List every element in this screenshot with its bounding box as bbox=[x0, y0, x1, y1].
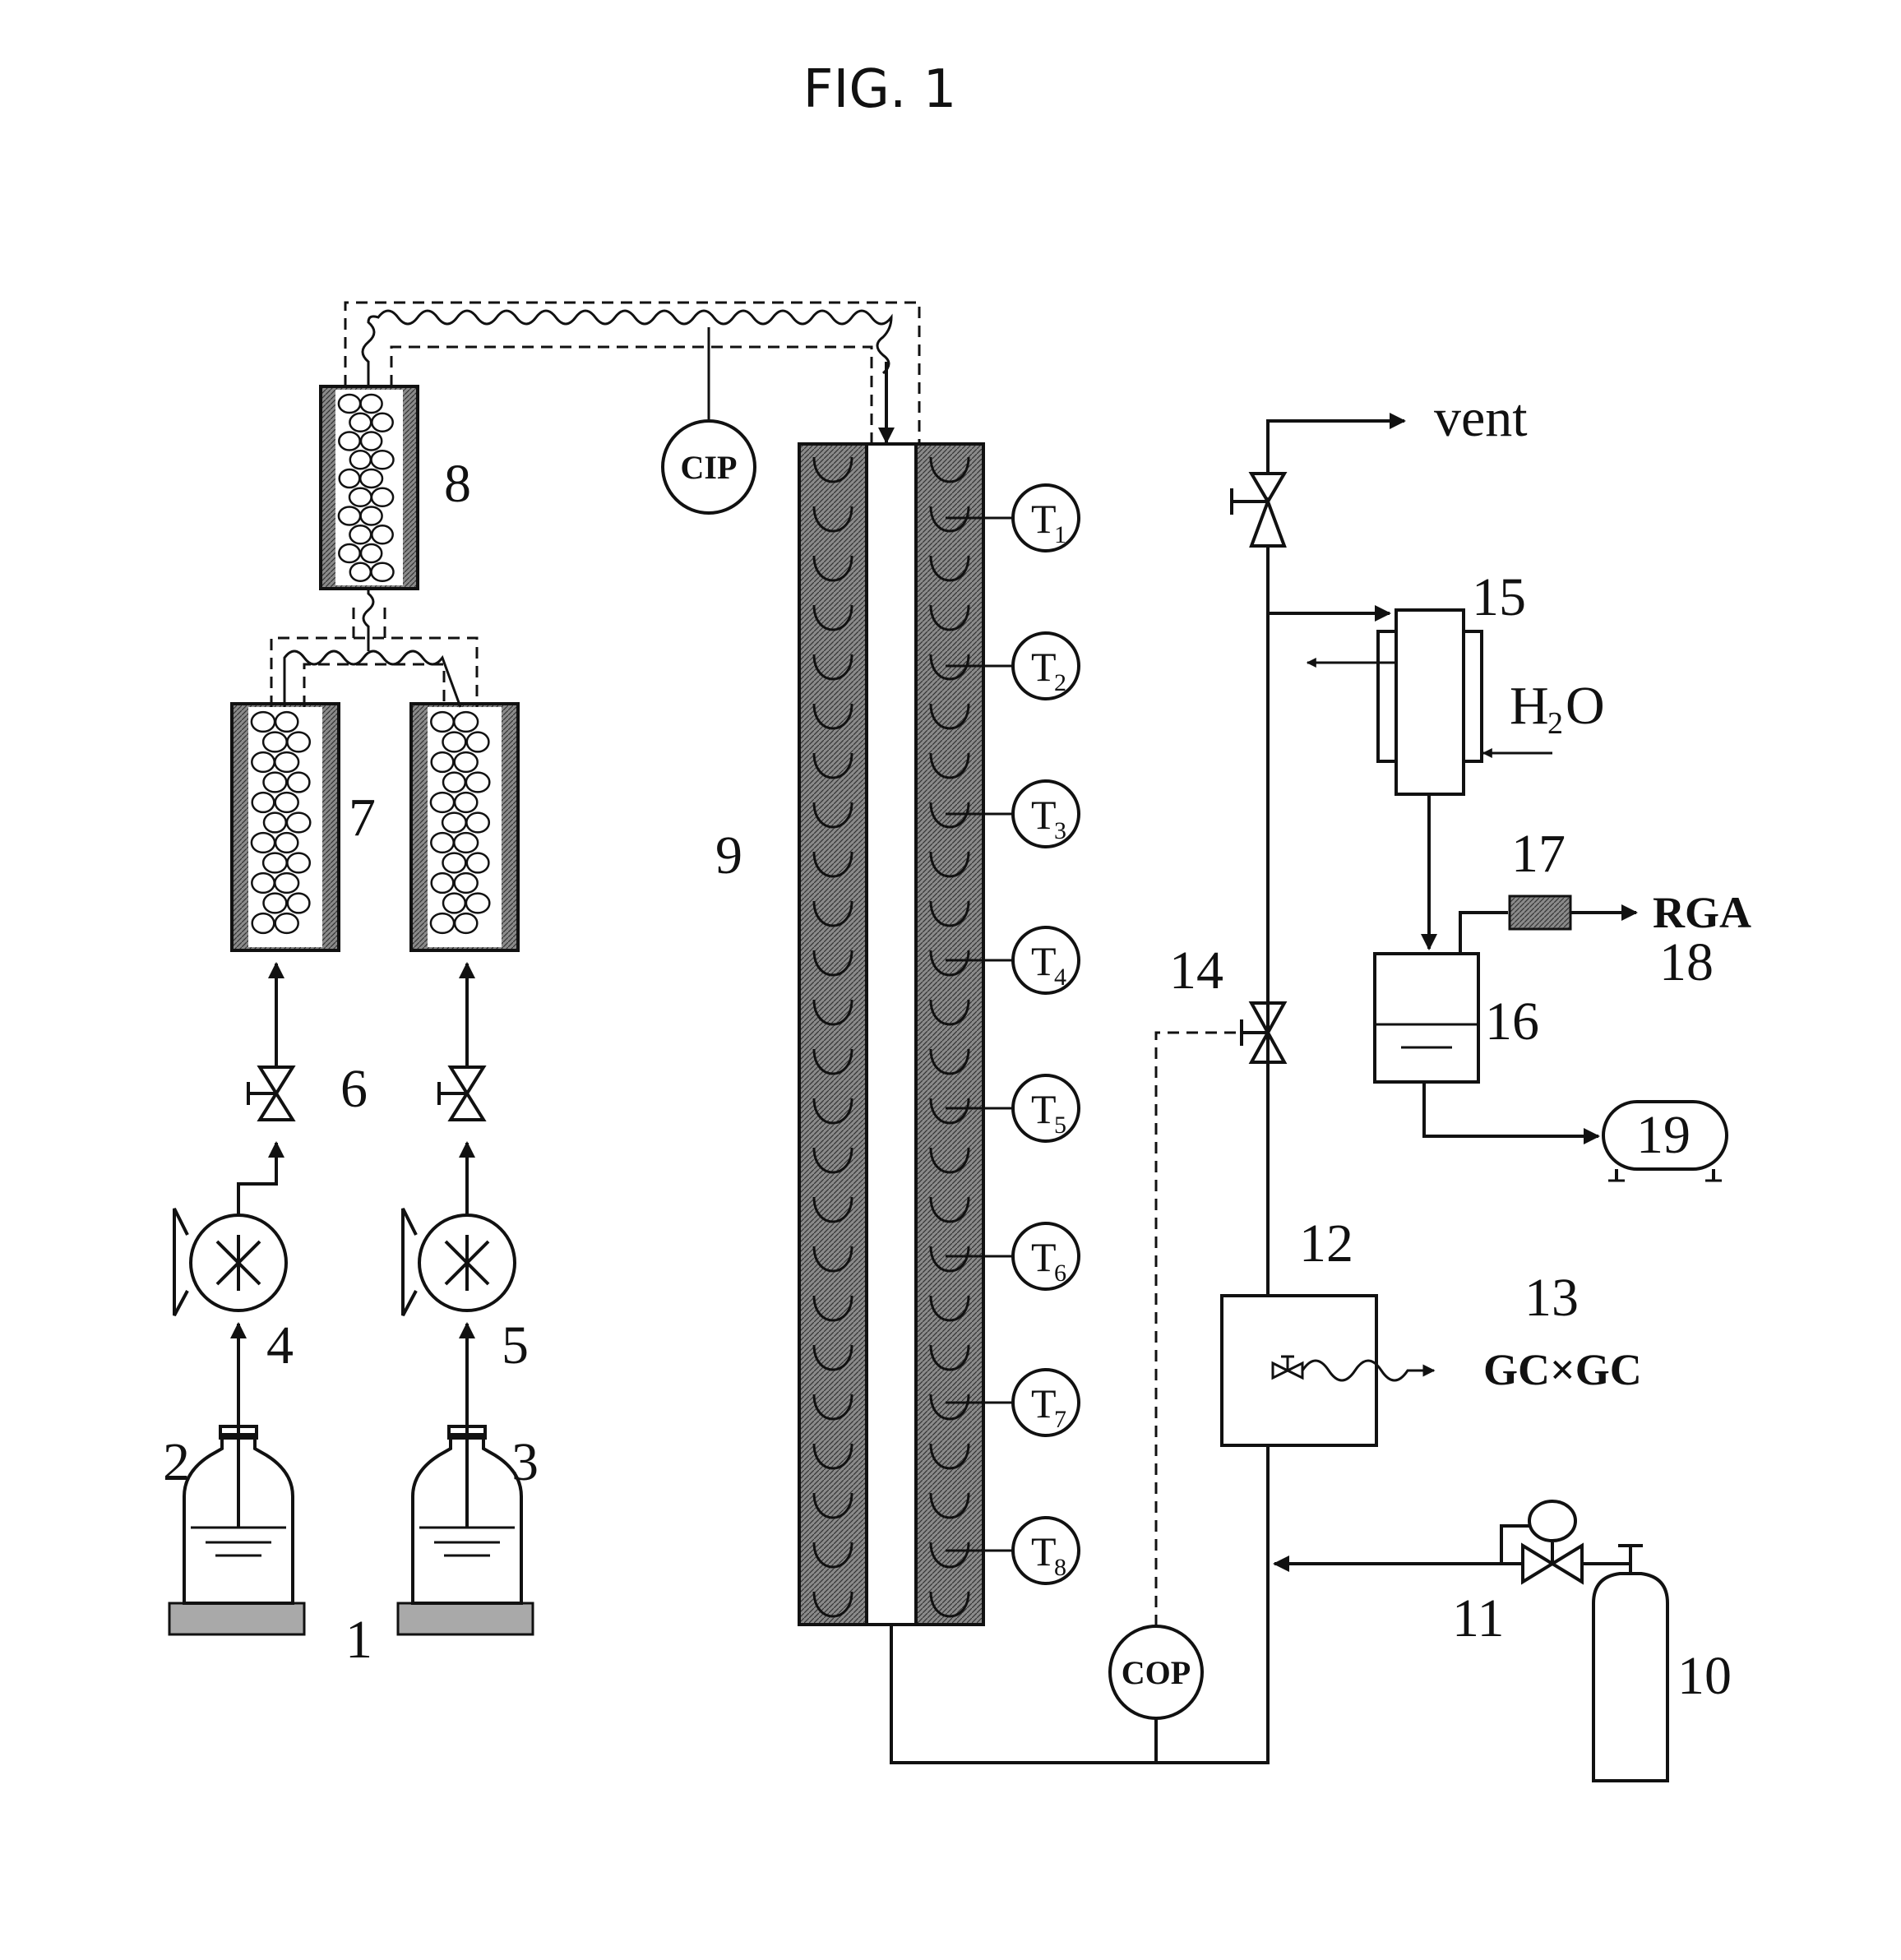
label-4: 4 bbox=[266, 1315, 294, 1375]
svg-text:T: T bbox=[1031, 644, 1057, 690]
pump-4 bbox=[174, 1209, 286, 1315]
label-16: 16 bbox=[1485, 992, 1539, 1052]
label-9: 9 bbox=[715, 825, 742, 885]
vent-label: vent bbox=[1434, 388, 1528, 448]
reactor-9 bbox=[799, 444, 983, 1625]
svg-text:8: 8 bbox=[1054, 1554, 1066, 1581]
svg-text:H: H bbox=[1510, 676, 1549, 736]
label-12: 12 bbox=[1299, 1213, 1353, 1274]
svg-text:4: 4 bbox=[1054, 964, 1066, 991]
svg-text:T: T bbox=[1031, 792, 1057, 838]
svg-text:2: 2 bbox=[1054, 669, 1066, 696]
cooling-water-label: H 2 O bbox=[1510, 676, 1605, 741]
label-10: 10 bbox=[1677, 1646, 1732, 1706]
svg-text:T: T bbox=[1031, 496, 1057, 542]
label-8: 8 bbox=[444, 454, 471, 514]
pump-5 bbox=[403, 1209, 515, 1315]
label-19: 19 bbox=[1636, 1105, 1691, 1165]
svg-text:T: T bbox=[1031, 1380, 1057, 1426]
feed-valve-left bbox=[248, 1067, 293, 1120]
svg-text:2: 2 bbox=[1547, 706, 1563, 741]
label-6: 6 bbox=[340, 1059, 368, 1119]
label-1: 1 bbox=[345, 1610, 372, 1670]
label-17: 17 bbox=[1511, 824, 1566, 884]
label-5: 5 bbox=[502, 1315, 529, 1375]
sampling-box-12 bbox=[1222, 1296, 1376, 1445]
vent-valve bbox=[1232, 474, 1284, 546]
svg-text:6: 6 bbox=[1054, 1260, 1066, 1287]
filter-17 bbox=[1510, 896, 1570, 929]
svg-text:T: T bbox=[1031, 1528, 1057, 1574]
heated-coil-mixing bbox=[284, 651, 460, 707]
heated-transfer-line bbox=[363, 311, 891, 386]
label-2: 2 bbox=[163, 1432, 190, 1492]
figure-title: FIG. 1 bbox=[803, 59, 957, 120]
svg-text:T: T bbox=[1031, 1086, 1057, 1132]
gas-cylinder-10 bbox=[1593, 1546, 1667, 1781]
condenser-15 bbox=[1378, 610, 1482, 794]
outlet-pressure-gauge-label: COP bbox=[1122, 1654, 1191, 1691]
svg-text:7: 7 bbox=[1054, 1406, 1066, 1433]
label-7: 7 bbox=[349, 788, 376, 848]
balance-plate-right bbox=[398, 1603, 533, 1634]
inlet-pressure-gauge-label: CIP bbox=[681, 449, 738, 486]
label-11: 11 bbox=[1452, 1588, 1505, 1648]
label-14: 14 bbox=[1169, 941, 1223, 1001]
pressure-regulator-11 bbox=[1501, 1501, 1582, 1582]
label-3: 3 bbox=[511, 1432, 539, 1492]
gas-liquid-separator-16 bbox=[1375, 954, 1478, 1082]
svg-text:3: 3 bbox=[1054, 817, 1066, 844]
label-15: 15 bbox=[1472, 567, 1526, 627]
svg-text:T: T bbox=[1031, 938, 1057, 984]
feed-valve-right bbox=[439, 1067, 483, 1120]
svg-text:1: 1 bbox=[1054, 521, 1066, 548]
svg-text:O: O bbox=[1566, 676, 1605, 736]
svg-text:5: 5 bbox=[1054, 1112, 1066, 1139]
balance-plate-left bbox=[169, 1603, 304, 1634]
gcgc-label: GC×GC bbox=[1483, 1345, 1642, 1394]
label-13: 13 bbox=[1524, 1268, 1579, 1328]
svg-text:T: T bbox=[1031, 1234, 1057, 1280]
label-18: 18 bbox=[1659, 932, 1714, 992]
back-pressure-valve-14 bbox=[1242, 1003, 1284, 1062]
rga-label: RGA bbox=[1653, 888, 1751, 937]
